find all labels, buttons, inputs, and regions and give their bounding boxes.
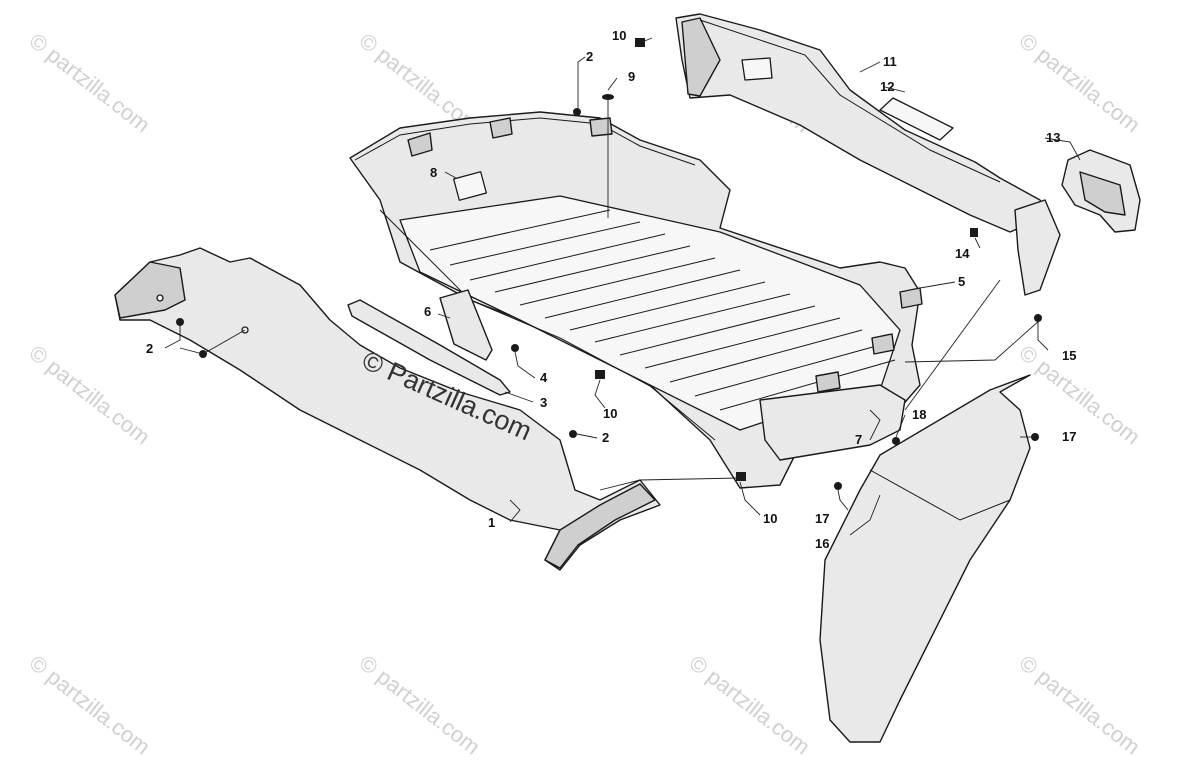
callout-15: 15 [1062,348,1076,363]
part-13-tail-light [1061,149,1141,233]
fastener-2-top [573,108,581,116]
callout-9: 9 [628,69,635,84]
callout-2-left: 2 [146,341,153,356]
callout-8: 8 [430,165,437,180]
fastener-15 [1034,314,1042,322]
part-12-decal [879,97,954,141]
part-16-fender [819,374,1031,743]
callout-2-mid: 2 [602,430,609,445]
callout-17-low: 17 [815,511,829,526]
fastener-9 [602,94,614,100]
leader-lines [164,37,1081,536]
callout-18: 18 [912,407,926,422]
fastener-18 [892,437,900,445]
callouts: 10 2 9 11 12 13 8 5 14 6 2 4 3 15 10 18 … [146,28,1076,551]
callout-14: 14 [955,246,970,261]
callout-4: 4 [540,370,548,385]
part-1-side-rail [114,247,661,571]
callout-13: 13 [1046,130,1060,145]
callout-17-right: 17 [1062,429,1076,444]
fastener-4 [511,344,519,352]
part-14-bracket [1014,199,1061,296]
callout-10-top: 10 [612,28,626,43]
part-8-label [452,171,488,201]
fastener-2-mid [569,430,577,438]
callout-1: 1 [488,515,495,530]
part-7-skirt [759,384,906,461]
callout-6: 6 [424,304,431,319]
callout-7: 7 [855,432,862,447]
callout-3: 3 [540,395,547,410]
fastener-10-low [736,472,746,481]
callout-2-top: 2 [586,49,593,64]
callout-10-low: 10 [763,511,777,526]
callout-16: 16 [815,536,829,551]
part-3-strip [347,299,511,396]
part-11-rear-support [675,13,1051,233]
part-6-plate [439,289,493,361]
fastener-14 [970,228,978,237]
fastener-10-mid [595,370,605,379]
part-5-cargo-box [349,111,923,489]
callout-10-mid: 10 [603,406,617,421]
callout-11: 11 [883,54,897,69]
fastener-2-left-a [176,318,184,326]
fastener-17-low [834,482,842,490]
callout-12: 12 [880,79,894,94]
callout-5: 5 [958,274,965,289]
fastener-10-top [635,38,645,47]
